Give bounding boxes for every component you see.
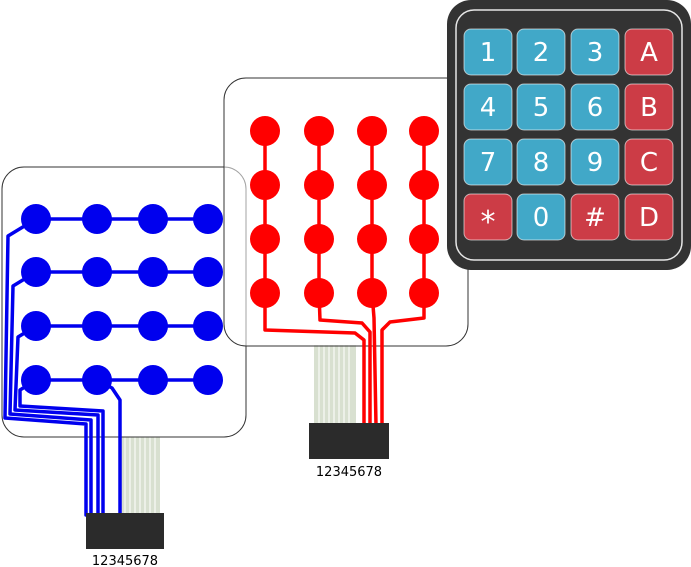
- row-pad: [21, 365, 51, 395]
- column-pad: [409, 170, 439, 200]
- key-face: [624, 83, 674, 131]
- row-pad: [21, 257, 51, 287]
- column-layer: 12345678: [223, 77, 469, 480]
- key-face: [516, 28, 566, 76]
- key-label: 0: [533, 203, 550, 233]
- keypad-key-b[interactable]: B: [624, 83, 674, 131]
- key-label: 4: [480, 93, 497, 123]
- row-pad: [138, 365, 168, 395]
- row-layer-pads: [21, 204, 223, 395]
- keypad-key-0[interactable]: 0: [516, 193, 566, 241]
- keypad-inner-border: [455, 9, 683, 261]
- keypad-key-d[interactable]: D: [624, 193, 674, 241]
- key-label: 1: [480, 38, 497, 68]
- key-label: A: [640, 38, 658, 68]
- key-face: [463, 28, 513, 76]
- column-pad: [304, 116, 334, 146]
- column-pad: [250, 116, 280, 146]
- column-pad: [250, 224, 280, 254]
- column-pad: [250, 278, 280, 308]
- row-layer-connector: [86, 513, 164, 549]
- column-pad: [304, 278, 334, 308]
- row-pad: [138, 311, 168, 341]
- key-label: 8: [533, 148, 550, 178]
- column-pad: [250, 170, 280, 200]
- key-label: 2: [533, 38, 550, 68]
- row-pad: [82, 311, 112, 341]
- keypad: 1 2 3 A 4 5 6 B 7 8 9 C * 0 # D: [447, 0, 691, 270]
- key-face: [463, 138, 513, 186]
- key-face: [570, 138, 620, 186]
- row-layer: 12345678: [1, 166, 247, 567]
- column-layer-connector: [309, 423, 389, 459]
- row-pad: [193, 204, 223, 234]
- keypad-key-7[interactable]: 7: [463, 138, 513, 186]
- keypad-key-star[interactable]: *: [463, 193, 513, 241]
- column-layer-ribbon: [314, 345, 356, 425]
- keypad-key-5[interactable]: 5: [516, 83, 566, 131]
- keypad-keys: 1 2 3 A 4 5 6 B 7 8 9 C * 0 # D: [463, 28, 674, 241]
- keypad-key-hash[interactable]: #: [570, 193, 620, 241]
- keypad-key-1[interactable]: 1: [463, 28, 513, 76]
- key-label: 3: [587, 38, 604, 68]
- key-label: 6: [587, 93, 604, 123]
- key-face: [570, 193, 620, 241]
- row-pad: [138, 257, 168, 287]
- column-pad: [409, 116, 439, 146]
- column-pad: [357, 278, 387, 308]
- key-face: [570, 83, 620, 131]
- keypad-key-3[interactable]: 3: [570, 28, 620, 76]
- row-pad: [82, 365, 112, 395]
- key-label: *: [481, 205, 496, 240]
- key-face: [516, 138, 566, 186]
- row-pad: [82, 257, 112, 287]
- key-face: [570, 28, 620, 76]
- row-layer-ribbon-stripes: [124, 437, 156, 515]
- column-pad: [357, 224, 387, 254]
- keypad-key-6[interactable]: 6: [570, 83, 620, 131]
- key-label: B: [640, 93, 658, 123]
- key-face: [624, 138, 674, 186]
- row-pad: [193, 365, 223, 395]
- key-label: C: [640, 148, 658, 178]
- column-layer-connector-label: 12345678: [316, 465, 382, 480]
- key-face: [463, 83, 513, 131]
- key-label: #: [584, 203, 606, 233]
- row-pad: [82, 204, 112, 234]
- key-face: [624, 193, 674, 241]
- keypad-key-8[interactable]: 8: [516, 138, 566, 186]
- keypad-key-a[interactable]: A: [624, 28, 674, 76]
- column-layer-ribbon-stripes: [318, 345, 350, 425]
- key-face: [624, 28, 674, 76]
- key-face: [516, 83, 566, 131]
- keypad-key-9[interactable]: 9: [570, 138, 620, 186]
- key-face: [516, 193, 566, 241]
- key-label: 9: [587, 148, 604, 178]
- keypad-key-2[interactable]: 2: [516, 28, 566, 76]
- key-label: 5: [533, 93, 550, 123]
- row-pad: [193, 311, 223, 341]
- column-pad: [304, 170, 334, 200]
- key-face: [463, 193, 513, 241]
- column-pad: [357, 170, 387, 200]
- column-layer-pads: [250, 116, 439, 308]
- row-pad: [138, 204, 168, 234]
- column-pad: [357, 116, 387, 146]
- keypad-key-4[interactable]: 4: [463, 83, 513, 131]
- column-pad: [409, 278, 439, 308]
- row-layer-connector-label: 12345678: [92, 554, 158, 567]
- column-pad: [409, 224, 439, 254]
- key-label: D: [639, 203, 659, 233]
- key-label: 7: [480, 148, 497, 178]
- row-pad: [21, 204, 51, 234]
- column-pad: [304, 224, 334, 254]
- row-pad: [21, 311, 51, 341]
- row-pad: [193, 257, 223, 287]
- keypad-key-c[interactable]: C: [624, 138, 674, 186]
